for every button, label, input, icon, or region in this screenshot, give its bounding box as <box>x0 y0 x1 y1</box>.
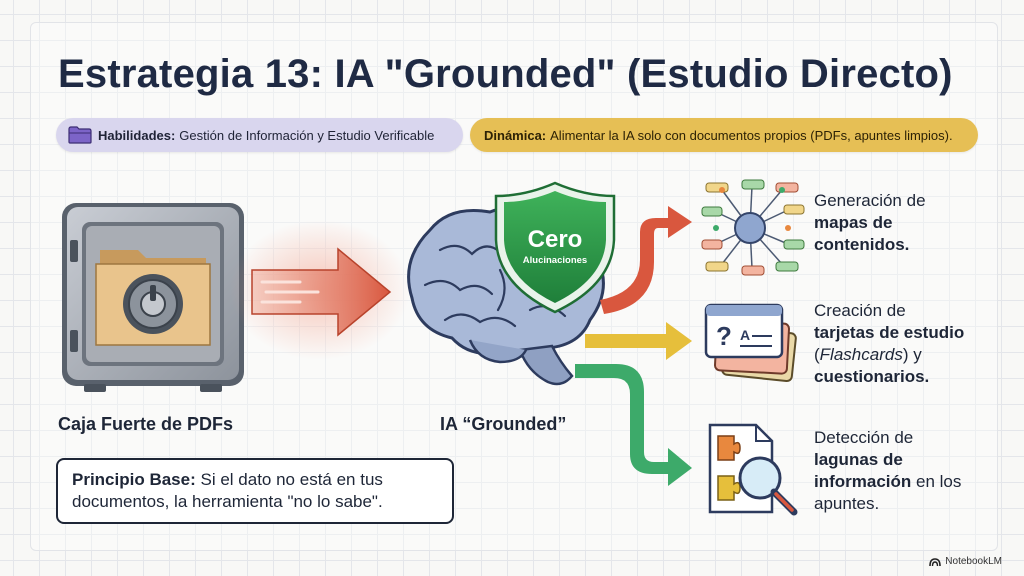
vault-icon <box>62 203 244 392</box>
brand-name: NotebookLM <box>945 556 1002 567</box>
arrow-to-cards <box>585 322 692 360</box>
output-gaps-line1: Detección de <box>814 428 914 447</box>
output-gaps-bold: lagunas de información <box>814 450 912 491</box>
output-cards-bold2: cuestionarios. <box>814 367 930 386</box>
skills-label: Habilidades: <box>98 127 176 143</box>
output-gaps-rest: en los apuntes. <box>814 472 962 513</box>
arrow-to-gaps <box>575 364 692 486</box>
skills-text: Gestión de Información y Estudio Verific… <box>179 127 435 143</box>
knowledge-gaps-icon <box>708 423 798 516</box>
skills-pill: Habilidades: Gestión de Información y Es… <box>56 118 463 152</box>
svg-text:?: ? <box>716 321 732 351</box>
shield-icon <box>494 181 616 314</box>
dynamic-text: Alimentar la IA solo con documentos prop… <box>550 127 953 143</box>
output-cards-line1: Creación de <box>814 301 906 320</box>
shield-subtitle: Alucinaciones <box>523 255 587 266</box>
mind-map-icon <box>701 179 805 276</box>
ai-label: IA “Grounded” <box>440 414 567 434</box>
output-maps-line1: Generación de <box>814 191 926 210</box>
dynamic-pill: Dinámica: Alimentar la IA solo con docum… <box>470 118 978 152</box>
shield-title: Cero <box>528 226 583 253</box>
dynamic-label: Dinámica: <box>484 127 547 143</box>
output-maps: Generación de mapas de contenidos. <box>814 190 984 256</box>
principle-box: Principio Base: Si el dato no está en tu… <box>56 458 454 524</box>
page-title: Estrategia 13: IA "Grounded" (Estudio Di… <box>58 52 953 96</box>
brand-watermark: NotebookLM <box>929 556 1002 567</box>
output-maps-bold: mapas de contenidos. <box>814 213 910 254</box>
speed-lines <box>260 280 320 304</box>
output-cards-after: y <box>908 345 922 364</box>
folder-icon <box>68 126 92 144</box>
flashcards-icon: ? A <box>704 303 797 383</box>
output-cards: Creación de tarjetas de estudio (Flashca… <box>814 301 965 386</box>
notebooklm-logo-icon <box>929 557 942 566</box>
output-cards-bold1: tarjetas de estudio <box>814 323 965 342</box>
svg-text:A: A <box>740 327 750 343</box>
principle-text: Si el dato no está en tus documentos, la… <box>72 470 383 511</box>
output-cards-italic: Flashcards <box>819 345 903 364</box>
principle-label: Principio Base: <box>72 470 196 489</box>
vault-label: Caja Fuerte de PDFs <box>58 414 234 434</box>
input-arrow <box>251 247 392 337</box>
output-gaps: Detección de lagunas de información en l… <box>814 427 984 515</box>
arrow-to-maps <box>600 206 692 314</box>
